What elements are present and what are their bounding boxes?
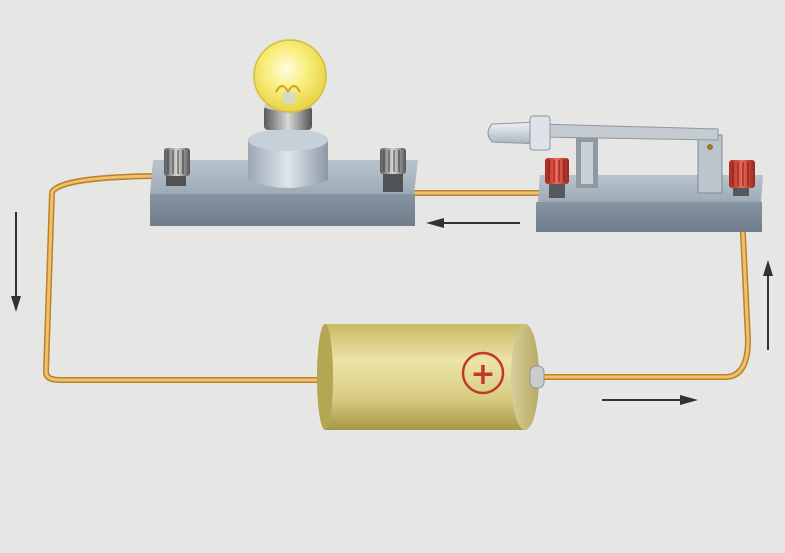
lamp-terminal-right	[380, 148, 406, 192]
switch-hinge	[697, 134, 723, 194]
battery: +	[317, 324, 545, 430]
bulb-metal-base	[264, 106, 312, 130]
arrow-up-icon	[763, 260, 773, 350]
switch-terminal-left	[545, 158, 569, 198]
knife-switch	[487, 115, 763, 232]
current-arrows	[11, 212, 773, 405]
battery-body	[325, 324, 525, 430]
battery-right-cap	[511, 324, 539, 430]
battery-left-end	[317, 324, 333, 430]
battery-positive-terminal	[529, 365, 545, 389]
switch-handle	[487, 115, 551, 151]
switch-terminal-right	[729, 160, 755, 196]
light-bulb-icon	[253, 39, 327, 113]
battery-polarity-label: +	[470, 357, 495, 392]
wire-left-highlight	[44, 174, 327, 382]
plus-icon: +	[461, 351, 505, 395]
lamp-holder	[150, 39, 418, 226]
wires	[43, 173, 751, 383]
switch-blade	[539, 123, 719, 141]
lamp-base-front	[150, 194, 415, 226]
lamp-terminal-left	[164, 148, 190, 186]
switch-base-front	[536, 202, 762, 232]
arrow-down-icon	[11, 212, 21, 312]
wire-right-highlight	[543, 190, 750, 379]
arrow-left-icon	[426, 218, 520, 228]
arrow-right-icon	[602, 395, 698, 405]
bulb-socket-rim	[248, 129, 328, 151]
